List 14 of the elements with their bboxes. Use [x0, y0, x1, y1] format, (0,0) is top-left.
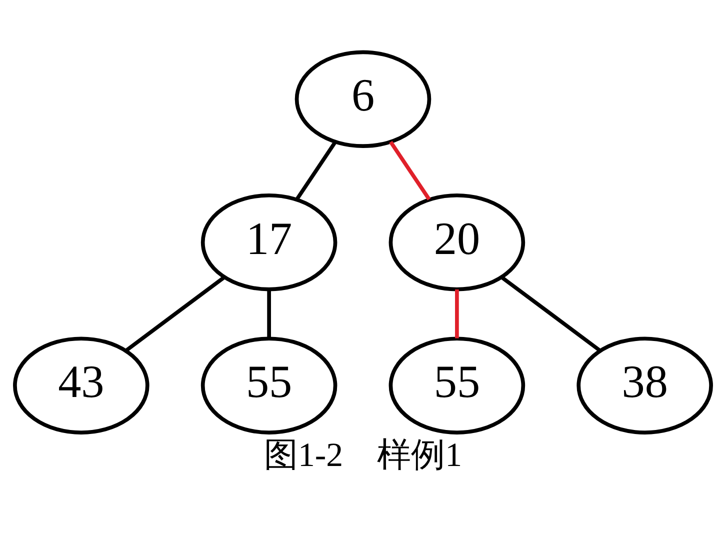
- node-ellipse: 55: [200, 336, 338, 434]
- node-ellipse: 20: [388, 193, 526, 292]
- node-ellipse: 55: [388, 336, 526, 434]
- node-ellipse: 38: [576, 336, 713, 434]
- connector: [389, 140, 431, 200]
- connector: [267, 289, 271, 338]
- connector: [124, 276, 226, 352]
- caption: 图1-2 样例1: [264, 436, 462, 474]
- connector: [500, 276, 602, 352]
- node-ellipse: 6: [294, 50, 432, 148]
- node-ellipse: 43: [13, 336, 150, 434]
- node-ellipse: 17: [200, 193, 338, 292]
- connector: [455, 289, 459, 338]
- connector: [295, 140, 337, 200]
